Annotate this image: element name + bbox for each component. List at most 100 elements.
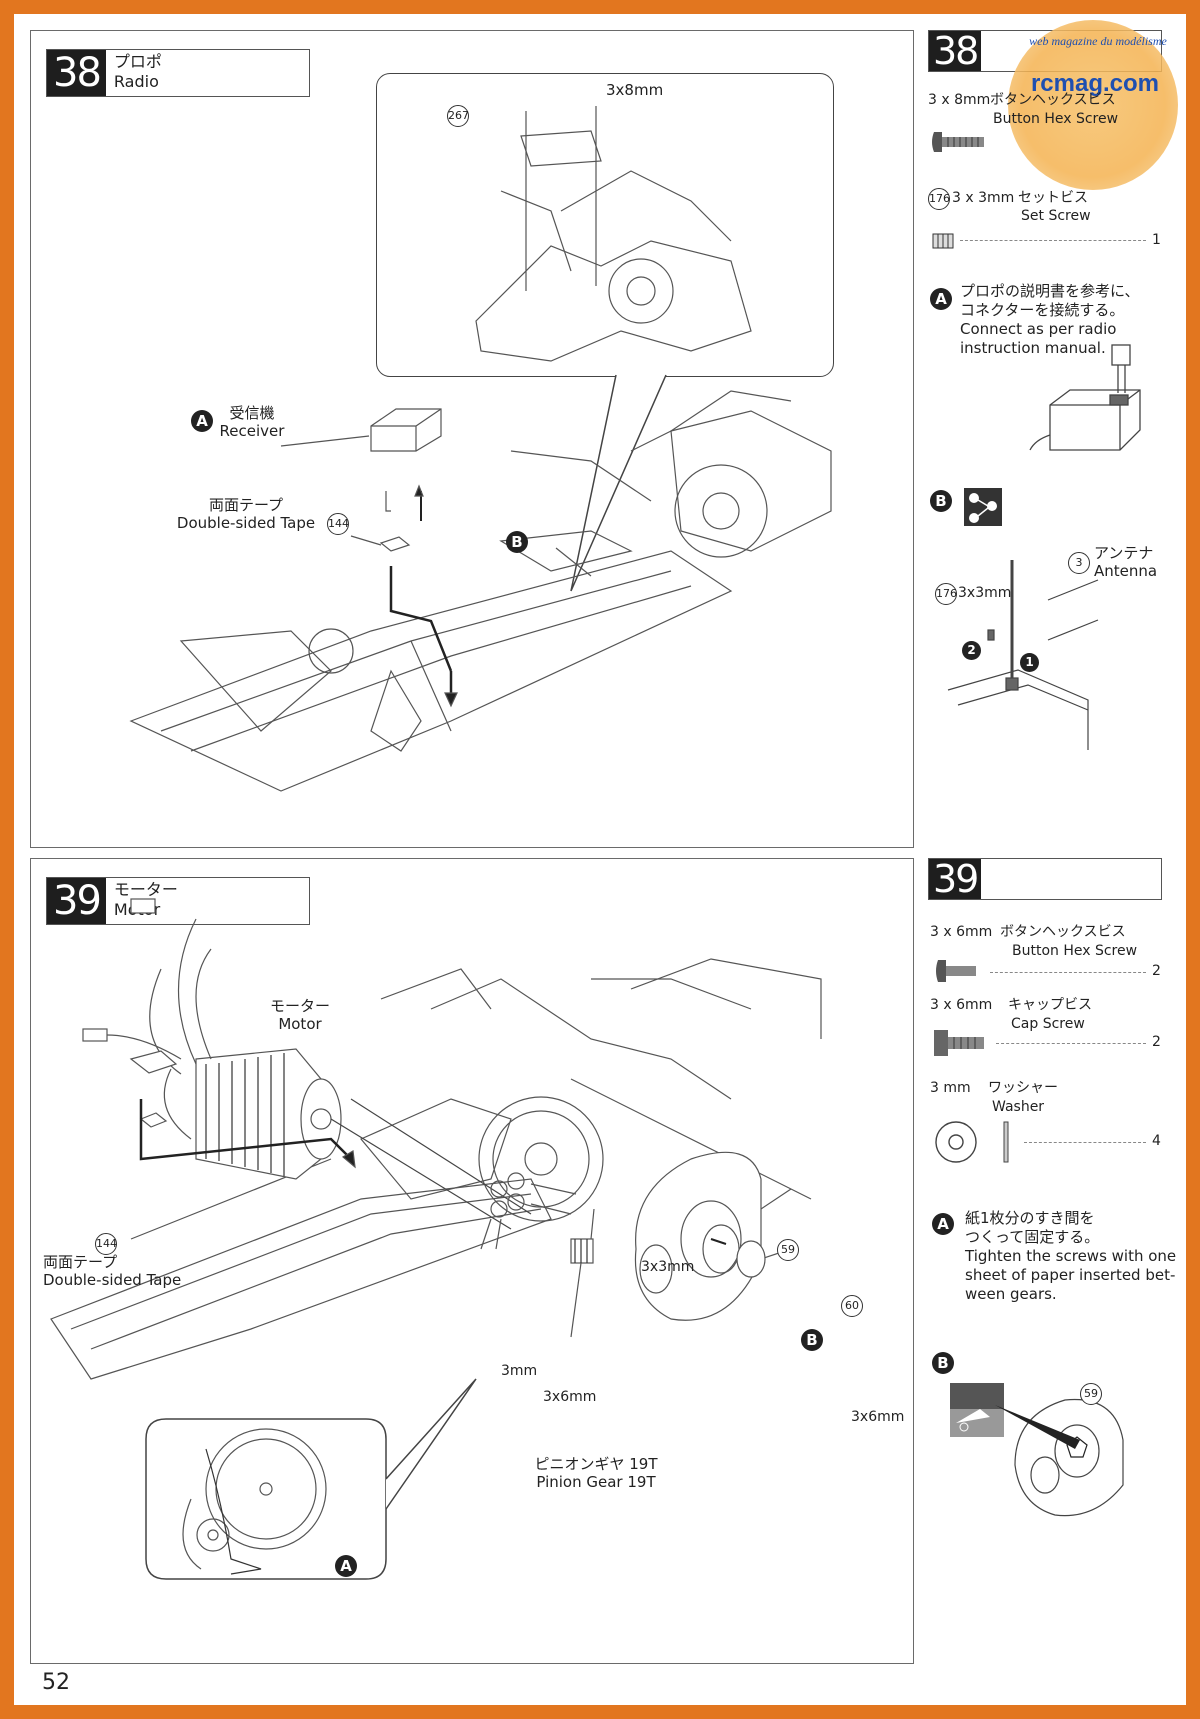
step38-title-en: Radio [113,72,159,91]
side38-screw2-jp: セットビス [1018,190,1088,206]
set-screw-icon [932,233,954,249]
side38-note-a-text: プロポの説明書を参考に、 コネクターを接続する。 Connect as per … [960,282,1140,358]
step38-title: プロポ Radio [106,50,170,96]
button-hex-screw-icon-2 [936,960,976,982]
side39-s1-jp: ボタンヘックスビス [1000,924,1126,940]
side38-set-screw-part: 176 [935,583,957,605]
side39-s2-qty: 2 [1152,1034,1161,1050]
step38-receiver-label: 受信機 Receiver [217,404,287,440]
side39-w-leader [1024,1142,1146,1143]
step38-tape-en: Double-sided Tape [176,514,316,532]
side39-note-b-marker: B [932,1352,954,1374]
rcmag-watermark-site: rcmag.com [1030,70,1160,97]
side38-screw2-leader [960,240,1146,241]
side38-note-b-marker: B [930,490,952,512]
side39-note-b-part: 59 [1080,1383,1102,1405]
step39-tape-en: Double-sided Tape [43,1271,182,1289]
antenna-steps-icon [964,488,1002,526]
side38-step2: 2 [962,641,981,660]
step39-part-59: 59 [777,1239,799,1261]
page-number: 52 [42,1670,70,1695]
cutter-icon [950,1383,1004,1437]
side38-note-a-en1: Connect as per radio [960,320,1117,338]
side39-note-a-en1: Tighten the screws with one [965,1247,1177,1265]
step39-tape-jp: 両面テープ [43,1253,118,1271]
side39-s1-leader [990,972,1146,973]
side39-s1-en: Button Hex Screw [1012,943,1138,959]
side39-w-jp: ワッシャー [988,1080,1058,1096]
side38-screw1-jp: ボタンヘックスビス [990,92,1116,108]
step39-pinion-en: Pinion Gear 19T [536,1473,656,1491]
step38-receiver-en: Receiver [219,422,285,440]
step39-drawing [50,898,822,1580]
step39-part-144: 144 [95,1233,117,1255]
step38-number: 38 [47,50,106,96]
side38-screw1-en: Button Hex Screw [993,111,1119,127]
step38-title-jp: プロポ [113,52,162,71]
step38-marker-a: A [191,410,213,432]
step38-callout-screw: 3x8mm [606,81,664,99]
button-hex-screw-icon [932,132,984,152]
rcmag-watermark-tagline: web magazine du modélisme [1029,34,1167,48]
step39-title-jp: モーター [113,880,178,899]
side39-s2-size: 3 x 6mm [930,997,993,1013]
step38-panel: 38 プロポ Radio [30,30,914,848]
step39-pinion-label: ピニオンギヤ 19T Pinion Gear 19T [526,1455,666,1491]
step39-number: 39 [47,878,106,924]
step39-tape-label: 両面テープ Double-sided Tape [43,1253,181,1289]
step39-label-3mm: 3mm [501,1363,538,1379]
side38-antenna-jp: アンテナ [1094,544,1154,562]
side39-s2-jp: キャップビス [1008,997,1092,1013]
step39-label-3x3: 3x3mm [641,1259,695,1275]
side38-step1: 1 [1020,653,1039,672]
side39-s1-size: 3 x 6mm [930,924,993,940]
side38-number: 38 [929,31,982,71]
side39-number: 39 [929,859,982,899]
step39-motor-label: モーター Motor [265,997,335,1033]
side38-part-176: 176 [928,188,950,210]
step38-receiver-jp: 受信機 [229,404,275,422]
step39-motor-jp: モーター [269,997,330,1015]
side38-note-a-jp1: プロポの説明書を参考に、 [960,282,1140,300]
side38-note-a-marker: A [930,288,952,310]
side38-screw1-size: 3 x 8mm [928,92,991,108]
rcmag-watermark-logo [1008,20,1178,190]
step38-tape-jp: 両面テープ [208,496,284,514]
side39-s2-en: Cap Screw [1011,1016,1085,1032]
washer-icon [935,1121,1009,1163]
side39-note-a-jp2: つくって固定する。 [965,1228,1100,1246]
step38-callout-drawing [129,106,832,792]
side39-s2-leader [996,1043,1146,1044]
cap-screw-icon [934,1030,984,1056]
step39-marker-b: B [801,1329,823,1351]
step39-part-60: 60 [841,1295,863,1317]
side39-note-a-en3: ween gears. [965,1285,1057,1303]
step39-pinion-jp: ピニオンギヤ 19T [534,1455,658,1473]
side39-note-a-en2: sheet of paper inserted bet- [965,1266,1176,1284]
side38-set-screw-size: 3x3mm [958,585,1012,601]
side39-note-a-text: 紙1枚分のすき間を つくって固定する。 Tighten the screws w… [965,1209,1176,1304]
side39-w-qty: 4 [1152,1133,1161,1149]
side39-w-en: Washer [992,1099,1045,1115]
step39-label-3x6: 3x6mm [543,1389,597,1405]
side38-screw2-en: Set Screw [1021,208,1091,224]
side38-note-a-jp2: コネクターを接続する。 [960,301,1125,319]
side39-note-a-marker: A [932,1213,954,1235]
step39-header: 39 モーター Motor [46,877,310,925]
antenna-mount-drawing [947,560,1099,750]
step39-panel: 39 モーター Motor [30,858,914,1664]
side38-antenna-num: 3 [1068,552,1090,574]
step39-label-3x6-right: 3x6mm [851,1409,905,1425]
side39-note-a-jp1: 紙1枚分のすき間を [965,1209,1095,1227]
side39-s1-qty: 2 [1152,963,1161,979]
step38-part-267: 267 [447,105,469,127]
side39-header: 39 [928,858,1162,900]
step38-tape-label: 両面テープ Double-sided Tape [171,496,321,532]
step38-marker-b: B [506,531,528,553]
side38-screw2-qty: 1 [1152,232,1161,248]
receiver-connector-drawing [1029,344,1141,451]
side38-antenna-en: Antenna [1094,562,1158,580]
side39-w-size: 3 mm [930,1080,971,1096]
step39-motor-en: Motor [278,1015,322,1033]
step38-part-144: 144 [327,513,349,535]
